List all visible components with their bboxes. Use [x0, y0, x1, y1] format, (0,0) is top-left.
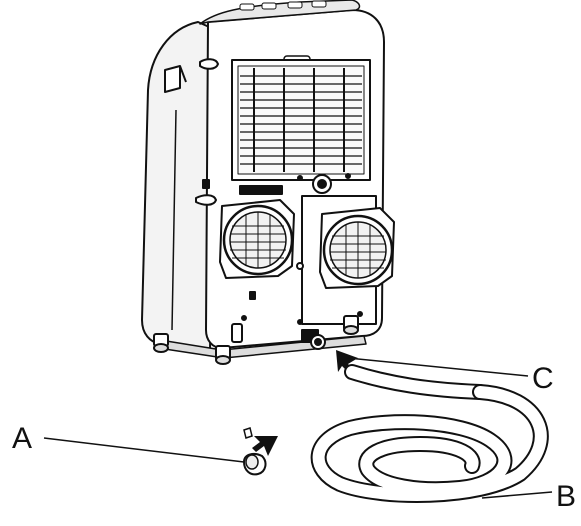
- leader-a: [43, 437, 245, 463]
- top-control-1: [239, 3, 255, 11]
- rear-label-strip: [239, 185, 283, 195]
- upper-grille-slats: [240, 68, 362, 172]
- callout-label-b: B: [556, 480, 576, 513]
- screw-5: [357, 311, 363, 317]
- top-control-4: [311, 0, 327, 8]
- right-exhaust-port: [319, 207, 395, 289]
- drain-cap: [242, 453, 267, 476]
- drain-hose: [310, 364, 549, 503]
- side-handle-recess: [164, 65, 181, 93]
- right-port-mesh: [330, 222, 386, 278]
- top-control-2: [261, 2, 277, 10]
- screw-6: [297, 319, 303, 325]
- screw-1: [297, 175, 303, 181]
- cap-removal-arrow: [252, 436, 278, 456]
- left-port-mesh: [230, 212, 286, 268]
- callout-leaders: [43, 357, 553, 499]
- top-control-3: [287, 1, 303, 9]
- drain-outlet: [301, 329, 326, 350]
- rear-knob-center: [317, 179, 327, 189]
- leader-b: [481, 491, 553, 499]
- caster-rear-left: [215, 345, 231, 365]
- side-seam: [171, 109, 177, 331]
- screw-2: [345, 173, 351, 179]
- caster-front-left: [153, 333, 169, 353]
- caster-rear-right: [343, 315, 359, 335]
- cap-screw: [243, 427, 253, 439]
- left-exhaust-port: [219, 199, 295, 279]
- lower-drain-port: [231, 323, 243, 343]
- upper-grille-inner: [237, 65, 365, 175]
- rear-left-handle-bottom: [195, 194, 217, 206]
- hose-insert-arrow: [336, 350, 358, 372]
- side-label-mark: [202, 179, 210, 189]
- callout-label-a: A: [12, 422, 32, 455]
- callout-label-c: C: [532, 362, 554, 395]
- leader-c: [347, 357, 529, 377]
- side-handle-edge: [179, 65, 187, 83]
- drain-cap-parts: [242, 427, 278, 476]
- rear-left-handle-top: [199, 58, 219, 70]
- screw-3: [296, 262, 304, 270]
- rear-small-mark: [249, 291, 256, 300]
- screw-4: [241, 315, 247, 321]
- air-conditioner-unit: [141, 0, 395, 365]
